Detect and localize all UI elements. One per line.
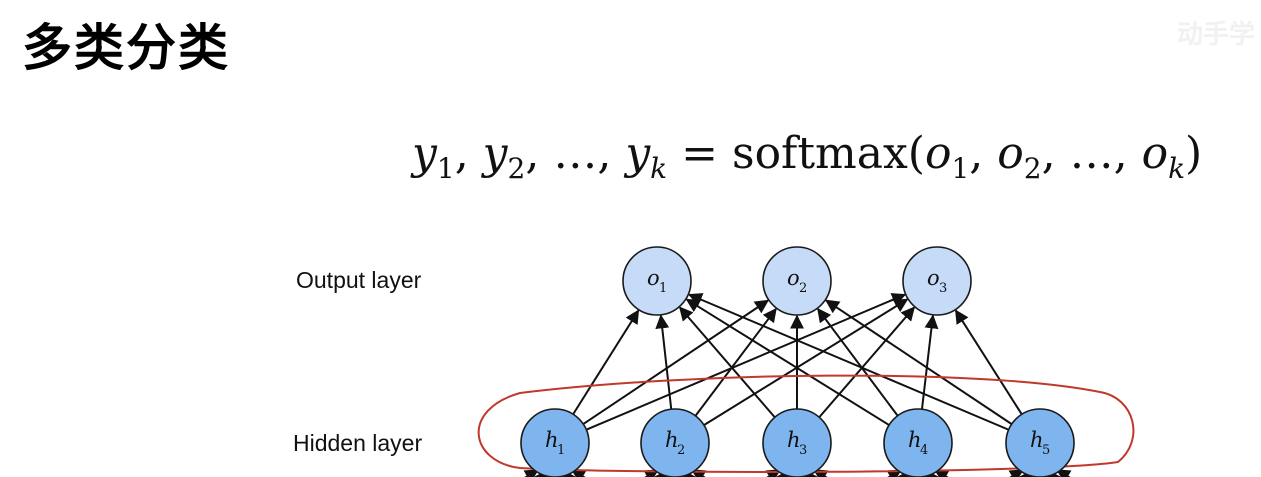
page-title: 多类分类 [22,19,230,77]
input-edge-h5-3 [1055,469,1072,477]
formula-rhs-sep-1: , …, [1041,128,1142,179]
hidden-layer-label: Hidden layer [293,430,423,456]
formula-rhs-sub-1: 2 [1023,152,1042,185]
hidden-node-5: h5 [1005,408,1075,477]
output-node-1-subscript: 1 [659,281,667,296]
formula-rhs-var-2: o [1141,128,1169,179]
input-edge-h3-0 [765,469,782,477]
formula-lhs-var-1: y [482,128,508,179]
hidden-node-4-circle [883,408,953,477]
hidden-node-3: h3 [762,408,832,477]
formula-rhs-sub-0: 1 [951,152,970,185]
output-node-1-circle [622,246,692,316]
hidden-node-5-label: h [1030,428,1044,452]
edge-h3-o1 [678,306,776,418]
input-edge-h4-3 [933,469,950,477]
edge-h4-o1 [685,298,890,426]
formula-close: ) [1185,128,1203,179]
hidden-node-3-label: h [787,428,801,452]
hidden-node-1-label: h [545,428,559,452]
edge-h4-o2 [817,307,899,417]
edge-h2-o3 [703,298,909,426]
input-edge-h1-3 [570,469,587,477]
edge-h2-o2 [694,307,777,417]
output-node-2-label: o [787,266,800,290]
edge-h1-o1 [572,309,640,415]
output-node-2-circle [762,246,832,316]
edge-h1-o2 [582,299,770,425]
formula-rhs-sep-0: , [969,128,998,179]
input-edge-h3-3 [812,469,829,477]
formula-lhs-sep-1: , …, [525,128,626,179]
output-layer-label: Output layer [296,267,422,293]
edge-h5-o3 [954,309,1023,415]
formula-lhs-sub-2: k [650,152,668,185]
input-edge-h2-0 [643,469,660,477]
formula-func: softmax( [731,128,925,179]
hidden-node-3-circle [762,408,832,477]
hidden-node-1-circle [520,408,590,477]
hidden-node-3-subscript: 3 [799,443,807,458]
hidden-node-5-circle [1005,408,1075,477]
hidden-node-1-subscript: 1 [557,443,565,458]
input-edge-h5-0 [1008,469,1025,477]
hidden-node-2: h2 [640,408,710,477]
formula-lhs-sub-1: 2 [507,152,526,185]
formula-rhs-var-0: o [924,128,952,179]
hidden-node-4-label: h [908,428,922,452]
hidden-node-2-label: h [665,428,679,452]
formula-lhs-var-2: y [625,128,651,179]
highlight-ellipse [477,374,1135,473]
edge-h5-o1 [687,293,1010,431]
input-edge-h2-3 [690,469,707,477]
formula-rhs-var-1: o [997,128,1024,179]
edge-h3-o3 [818,306,916,418]
formula-lhs-var-0: y [412,128,437,179]
output-node-1-label: o [647,266,660,290]
softmax-formula: y1, y2, …, yk = softmax(o1, o2, …, ok) [412,128,1203,183]
edge-h2-o1 [655,314,673,410]
hidden-node-1: h1 [520,408,590,477]
output-node-3-label: o [927,266,940,290]
formula-rhs: o1, o2, …, ok [924,128,1185,183]
edge-h5-o2 [824,299,1013,425]
edges-group [572,293,1023,431]
hidden-node-4-subscript: 4 [920,443,928,458]
output-node-2-subscript: 2 [799,281,807,296]
hidden-node-4: h4 [883,408,953,477]
formula-lhs-sep-0: , [454,128,483,179]
hidden-node-2-circle [640,408,710,477]
input-edge-h1-0 [523,469,540,477]
watermark-logo: 动手学 [1176,20,1255,50]
hidden-node-5-subscript: 5 [1042,443,1050,458]
formula-rhs-sub-2: k [1168,152,1186,185]
output-node-3-circle [902,246,972,316]
hidden-node-2-subscript: 2 [677,443,685,458]
input-edge-h4-0 [886,469,903,477]
formula-equals: = [667,128,732,179]
formula-lhs-sub-0: 1 [436,152,455,185]
formula-lhs: y1, y2, …, yk [412,128,667,183]
output-node-3-subscript: 3 [939,281,947,296]
